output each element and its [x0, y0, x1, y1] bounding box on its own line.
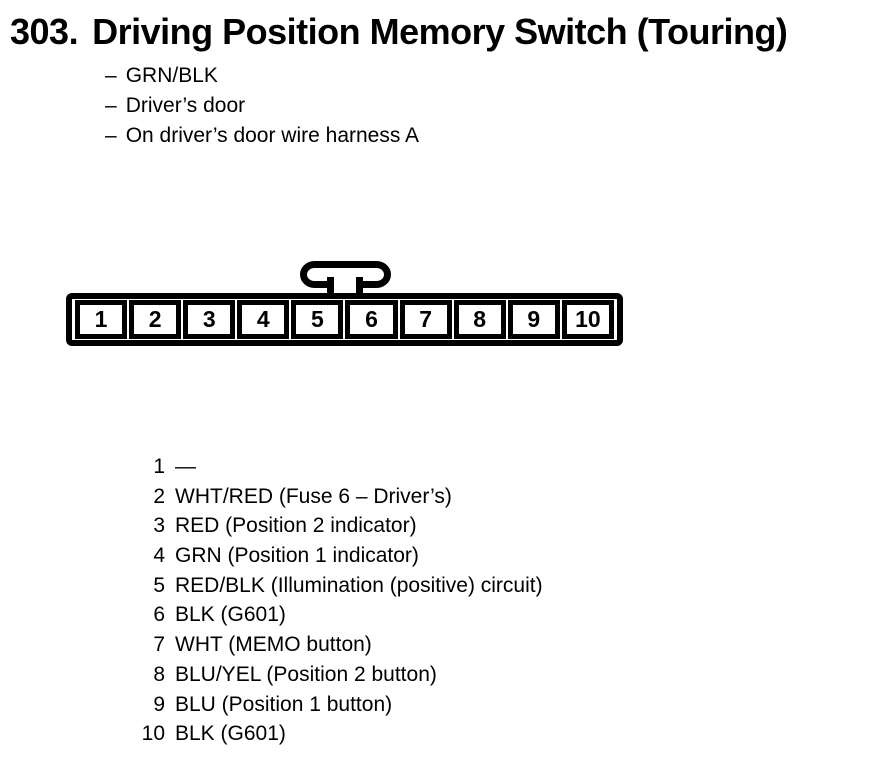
pin-description: RED/BLK (Illumination (positive) circuit… — [175, 573, 543, 597]
pin-number: 2 — [153, 484, 165, 508]
note-text: On driver’s door wire harness A — [125, 124, 420, 147]
note-item: – GRN/BLK — [105, 62, 419, 92]
pin-row: 1 — — [133, 456, 543, 486]
note-item: – On driver’s door wire harness A — [105, 122, 419, 152]
pin-row: 2 WHT/RED (Fuse 6 – Driver’s) — [133, 484, 543, 516]
connector-pin-cell: 7 — [399, 300, 452, 339]
pin-row: 9 BLU (Position 1 button) — [133, 692, 543, 724]
note-text: GRN/BLK — [125, 64, 218, 87]
pin-description: WHT (MEMO button) — [175, 633, 372, 657]
pin-row: 6 BLK (G601) — [133, 604, 543, 634]
section-number: 303. — [10, 11, 79, 52]
pin-number: 3 — [153, 514, 165, 538]
pin-description: BLK (G601) — [175, 603, 286, 627]
connector-pin-cell: 3 — [183, 300, 236, 339]
pinout-list: 1 — 2 WHT/RED (Fuse 6 – Driver’s) 3 RED … — [133, 456, 543, 753]
pin-number: 4 — [153, 544, 165, 568]
connector-pin-cell: 1 — [75, 300, 128, 339]
pin-description: BLU/YEL (Position 2 button) — [175, 662, 437, 686]
connector-notes: – GRN/BLK – Driver’s door – On driver’s … — [105, 62, 419, 152]
pin-row: 10 BLK (G601) — [133, 723, 543, 753]
connector-pin-cell: 2 — [129, 300, 182, 339]
connector-pin-cell: 10 — [561, 300, 614, 339]
note-dash: – — [105, 94, 117, 117]
pin-number: 5 — [153, 573, 165, 597]
connector-latch-icon — [300, 261, 391, 295]
pin-description: RED (Position 2 indicator) — [175, 514, 417, 538]
connector-pin-cell: 6 — [345, 300, 398, 339]
pin-description: WHT/RED (Fuse 6 – Driver’s) — [175, 484, 452, 508]
note-dash: – — [105, 64, 117, 87]
pin-description: BLK (G601) — [175, 722, 286, 746]
connector-pin-cell: 9 — [507, 300, 560, 339]
pin-row: 7 WHT (MEMO button) — [133, 634, 543, 664]
note-dash: – — [105, 124, 117, 147]
pin-number: 9 — [153, 692, 165, 716]
note-text: Driver’s door — [125, 94, 246, 117]
page-title-text: Driving Position Memory Switch (Touring) — [92, 11, 788, 52]
pin-description: BLU (Position 1 button) — [175, 692, 393, 716]
connector-diagram: 1 2 3 4 5 6 7 8 9 10 — [66, 293, 623, 346]
connector-pin-cell: 5 — [291, 300, 344, 339]
page-title: 303. Driving Position Memory Switch (Tou… — [10, 11, 788, 52]
pin-number: 6 — [153, 603, 165, 627]
pin-row: 4 GRN (Position 1 indicator) — [133, 545, 543, 575]
pin-row: 5 RED/BLK (Illumination (positive) circu… — [133, 573, 543, 605]
connector-pin-cell: 4 — [237, 300, 290, 339]
connector-pin-cell: 8 — [453, 300, 506, 339]
pin-description: GRN (Position 1 indicator) — [175, 544, 419, 568]
pin-number: 1 — [153, 455, 165, 478]
pin-row: 8 BLU/YEL (Position 2 button) — [133, 662, 543, 694]
pin-number: 8 — [153, 662, 165, 686]
note-item: – Driver’s door — [105, 92, 419, 122]
pin-row: 3 RED (Position 2 indicator) — [133, 515, 543, 545]
pin-description: — — [175, 455, 196, 478]
pin-number: 7 — [153, 633, 165, 657]
pin-number: 10 — [141, 722, 165, 746]
